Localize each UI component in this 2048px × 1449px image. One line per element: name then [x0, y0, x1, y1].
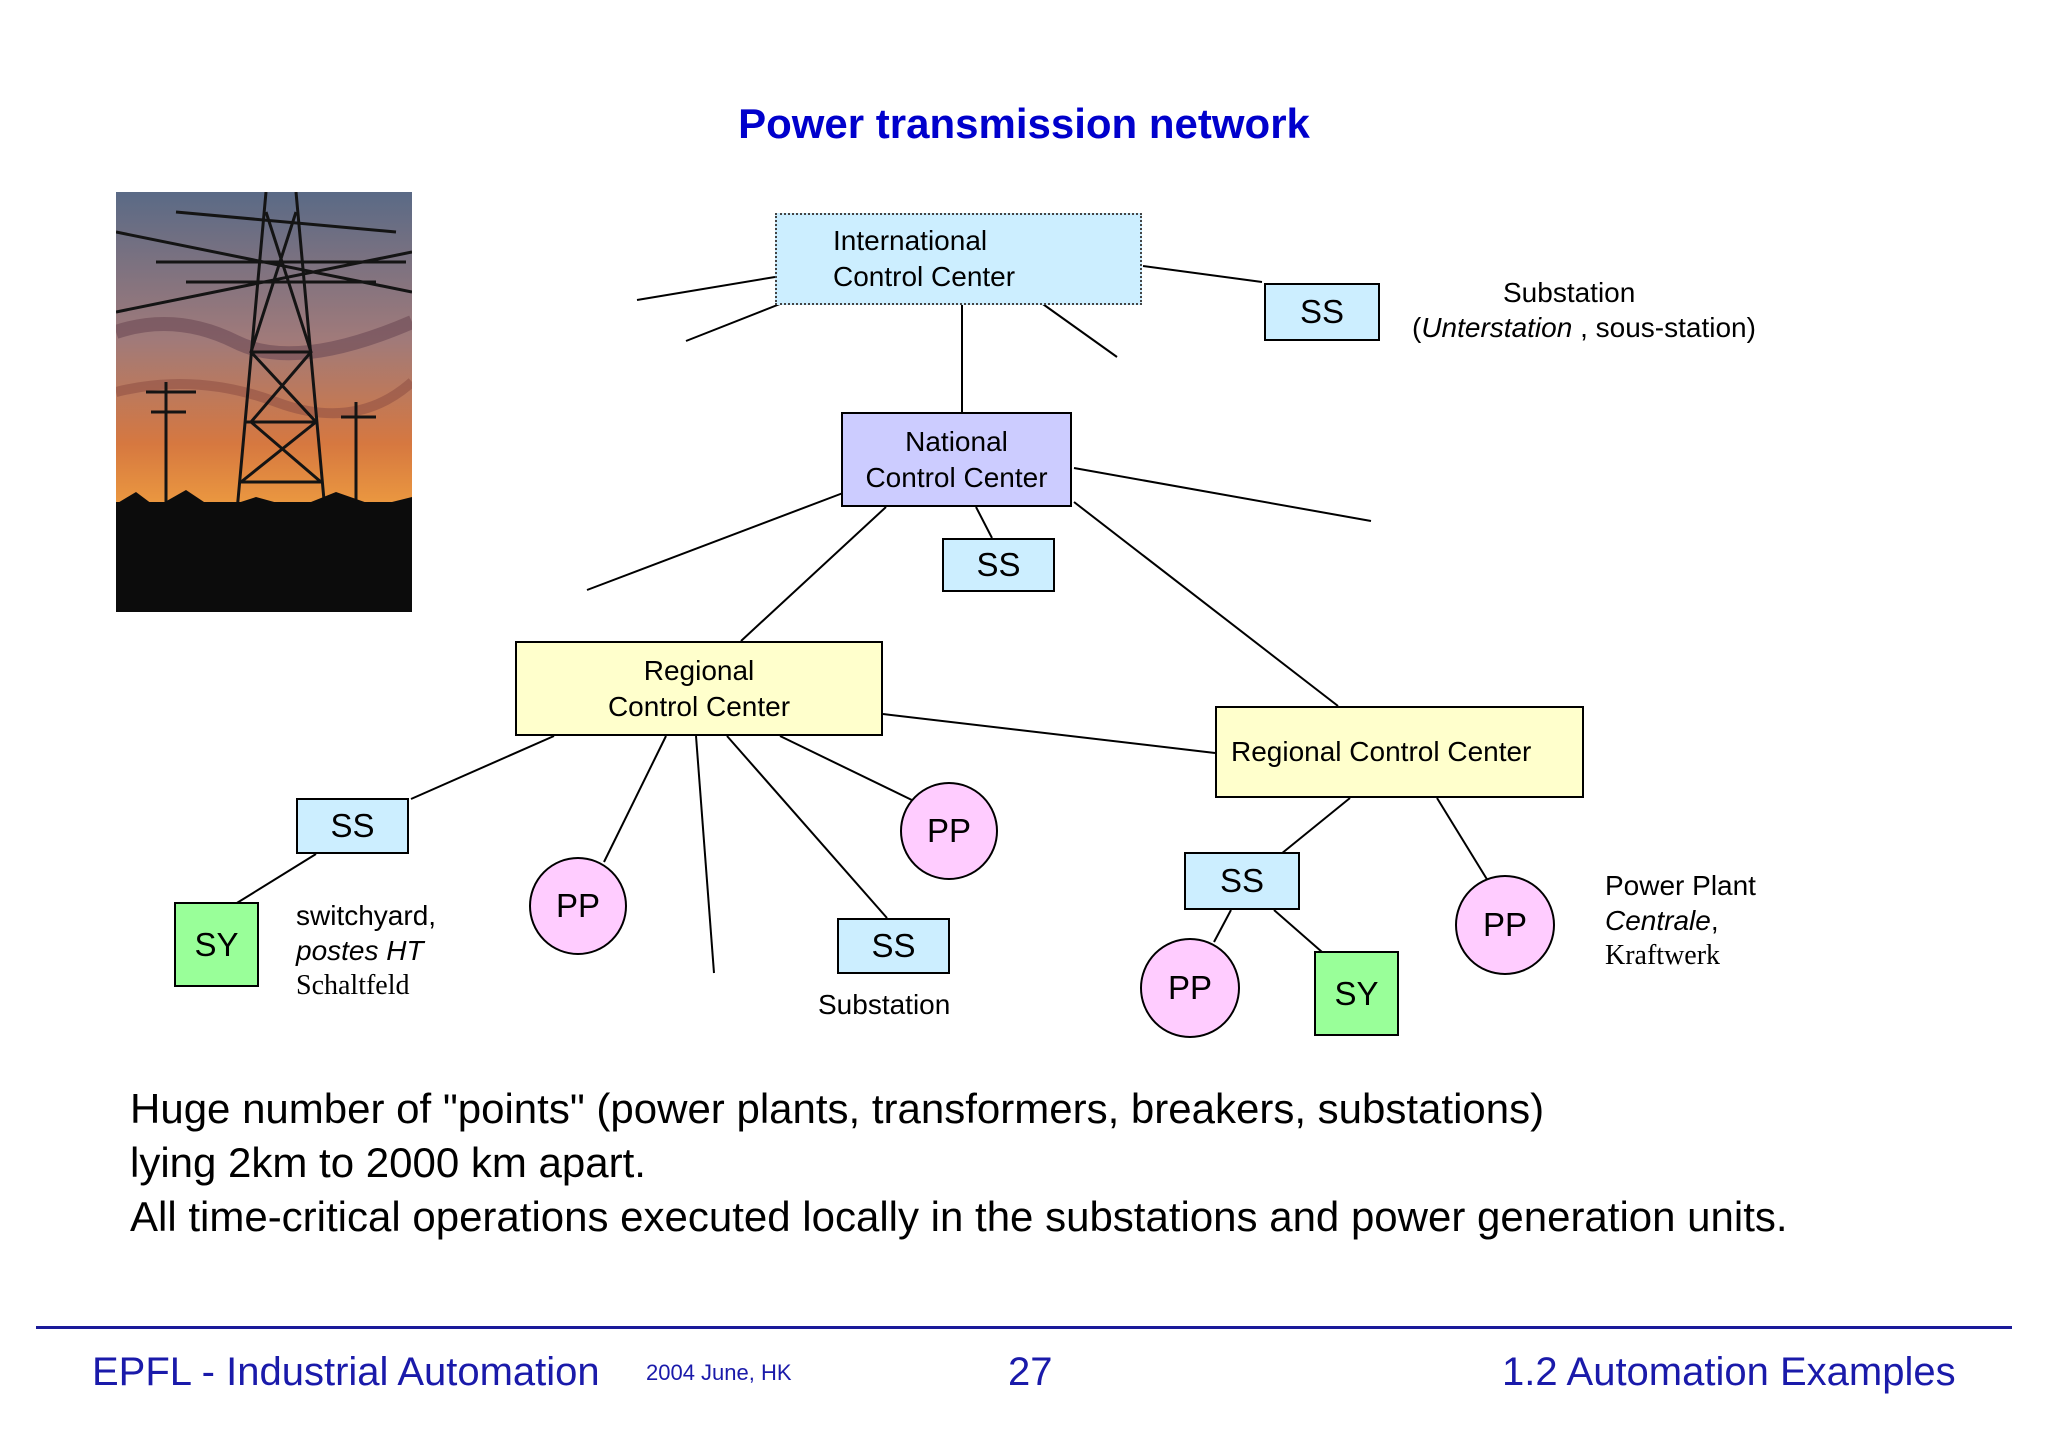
node-label-line: Control Center [607, 690, 791, 722]
node-label-line: Regional [643, 654, 755, 686]
node-label-line: Control Center [865, 461, 1048, 493]
substation-box: SS [296, 798, 409, 854]
sous-station-label: , sous-station) [1572, 312, 1756, 343]
power-plant-circle: PP [900, 782, 998, 880]
body-text: Huge number of "points" (power plants, t… [130, 1082, 1788, 1244]
power-plant-circle: PP [1140, 938, 1240, 1038]
body-line: All time-critical operations executed lo… [130, 1193, 1788, 1240]
node-label-line: Control Center [833, 261, 1016, 292]
paren-open: ( [1412, 312, 1422, 343]
substation-label: Substation [1503, 277, 1636, 308]
switchyard-label: switchyard, [296, 900, 437, 931]
unterstation-label: Unterstation [1421, 312, 1573, 343]
substation-box: SS [837, 918, 950, 974]
switchyard-box: SY [174, 902, 259, 987]
power-plant-circle: PP [1455, 875, 1555, 975]
page-title: Power transmission network [738, 100, 1310, 147]
footer-divider [36, 1326, 2012, 1329]
node-label-line: National [905, 425, 1008, 457]
substation-box: SS [1264, 283, 1380, 341]
body-line: lying 2km to 2000 km apart. [130, 1139, 646, 1186]
regional-control-center: Regional Control Center [1215, 706, 1584, 798]
power-plant-annotation: Power Plant Centrale, Kraftwerk [1605, 868, 1756, 973]
switchyard-box: SY [1314, 951, 1399, 1036]
body-line: Huge number of "points" (power plants, t… [130, 1085, 1545, 1132]
postes-ht-label: postes HT [296, 935, 424, 966]
kraftwerk-label: Kraftwerk [1605, 940, 1721, 971]
switchyard-annotation: switchyard, postes HT Schaltfeld [296, 898, 436, 1003]
transmission-tower-photo [116, 192, 412, 612]
schaltfeld-label: Schaltfeld [296, 970, 410, 1001]
comma: , [1710, 905, 1719, 936]
footer-page-number: 27 [1008, 1350, 1053, 1394]
substation-annotation: Substation (Unterstation , sous-station) [1412, 275, 1756, 345]
node-label-line: International [833, 225, 988, 256]
substation-box: SS [942, 538, 1055, 592]
footer-date: 2004 June, HK [646, 1360, 792, 1385]
substation-box: SS [1184, 852, 1300, 910]
footer-course: EPFL - Industrial Automation [92, 1350, 600, 1394]
power-plant-circle: PP [529, 857, 627, 955]
power-plant-label: Power Plant [1605, 870, 1756, 901]
substation-bottom-label: Substation [818, 989, 951, 1020]
centrale-label: Centrale [1605, 905, 1711, 936]
footer-section: 1.2 Automation Examples [1502, 1350, 1956, 1394]
